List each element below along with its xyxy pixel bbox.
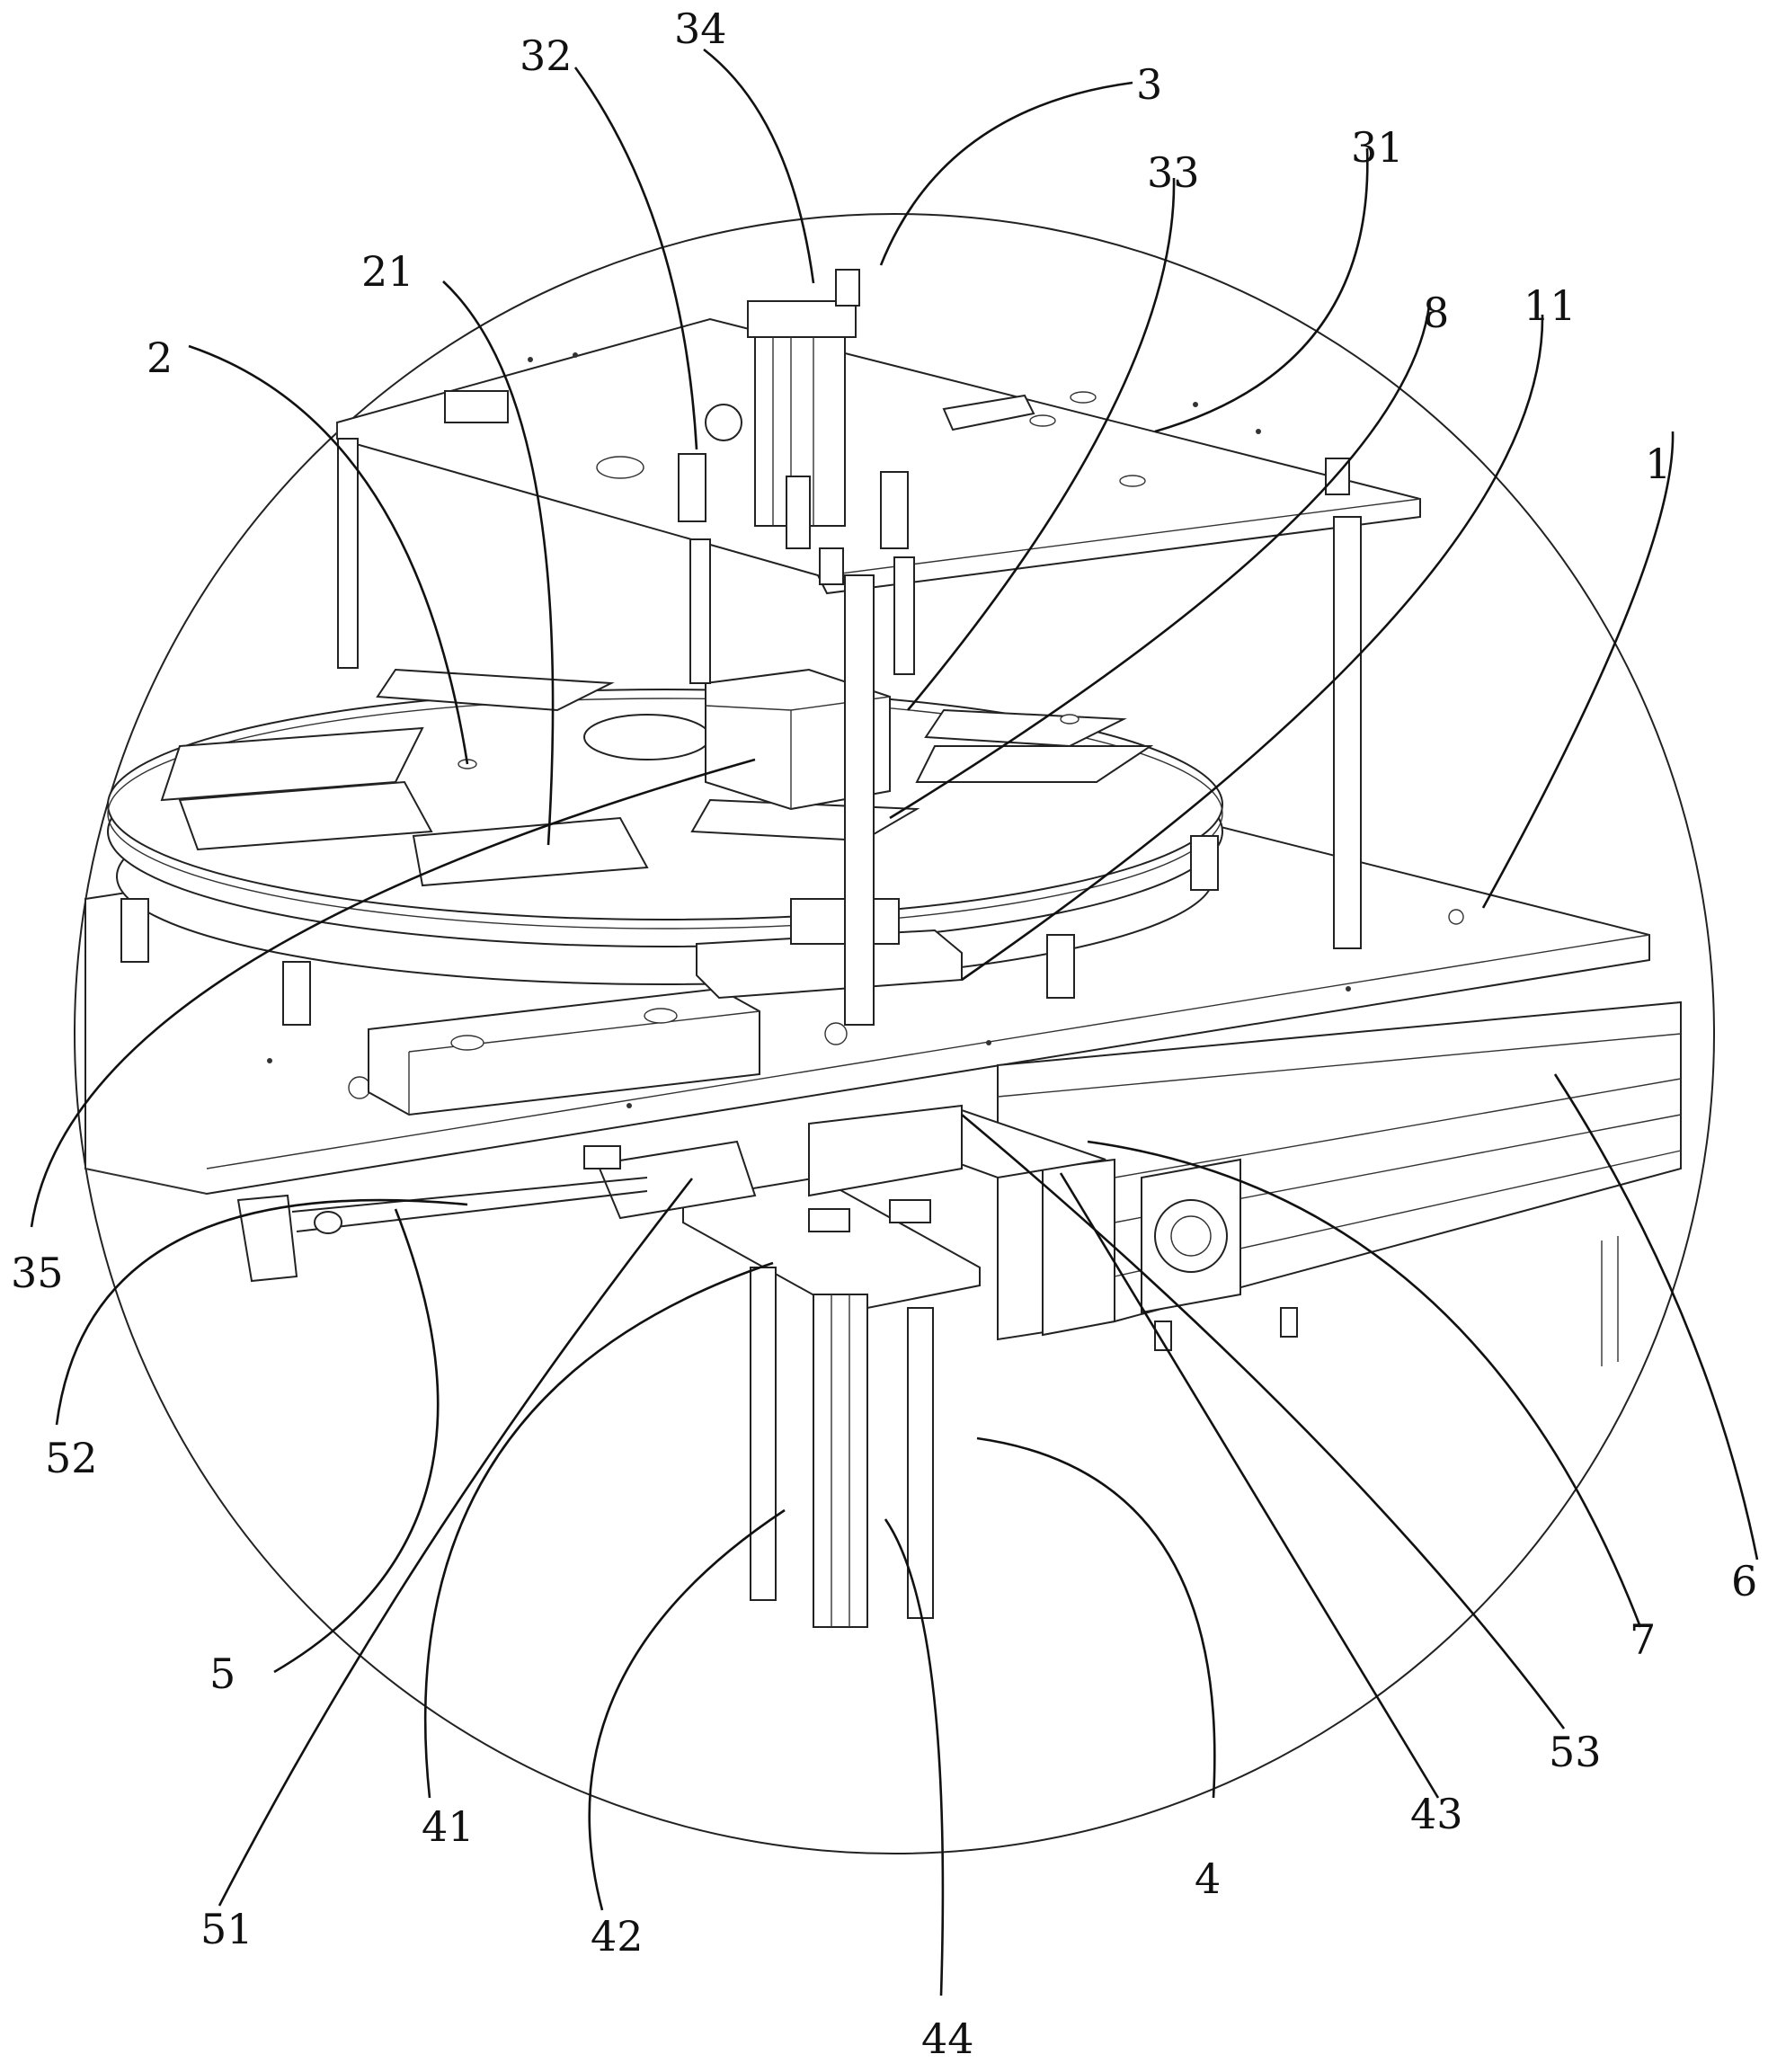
label-31: 31 bbox=[1351, 123, 1404, 172]
label-43: 43 bbox=[1410, 1790, 1463, 1838]
leader-35 bbox=[30, 758, 756, 1228]
leader-7 bbox=[1087, 1140, 1642, 1628]
leader-21 bbox=[442, 280, 555, 846]
label-21: 21 bbox=[361, 247, 414, 296]
label-53: 53 bbox=[1549, 1728, 1602, 1776]
label-51: 51 bbox=[200, 1905, 253, 1953]
central-drive-35 bbox=[696, 668, 963, 1000]
leader-34 bbox=[703, 48, 815, 284]
upper-plate-31 bbox=[336, 317, 1421, 595]
label-6: 6 bbox=[1731, 1557, 1757, 1605]
leader-1 bbox=[1481, 431, 1675, 909]
detail-circle bbox=[74, 213, 1715, 1854]
label-3: 3 bbox=[1136, 60, 1162, 109]
label-5: 5 bbox=[209, 1650, 235, 1698]
label-7: 7 bbox=[1630, 1615, 1656, 1664]
leader-6 bbox=[1553, 1073, 1759, 1561]
label-42: 42 bbox=[591, 1912, 644, 1961]
label-11: 11 bbox=[1524, 281, 1577, 330]
leader-32 bbox=[573, 67, 698, 450]
turntable-2 bbox=[107, 668, 1223, 985]
leader-41 bbox=[423, 1261, 774, 1799]
label-35: 35 bbox=[11, 1249, 64, 1297]
leader-51 bbox=[218, 1178, 694, 1907]
leader-8 bbox=[889, 305, 1431, 820]
leader-42 bbox=[588, 1508, 786, 1911]
label-34: 34 bbox=[674, 4, 727, 53]
leader-11 bbox=[961, 314, 1544, 982]
cylinder-34 bbox=[678, 269, 1350, 585]
lift-mechanism-4 bbox=[682, 1104, 981, 1628]
leader-53 bbox=[961, 1114, 1566, 1730]
label-33: 33 bbox=[1147, 148, 1200, 197]
leader-44 bbox=[884, 1518, 945, 1996]
conveyor-6 bbox=[997, 1000, 1682, 1366]
label-52: 52 bbox=[45, 1434, 98, 1482]
leader-2 bbox=[188, 344, 469, 765]
label-1: 1 bbox=[1645, 440, 1671, 488]
leader-5 bbox=[273, 1208, 440, 1674]
plate-legs bbox=[337, 438, 1362, 1026]
label-2: 2 bbox=[147, 333, 173, 382]
label-41: 41 bbox=[422, 1802, 475, 1851]
leader-33 bbox=[907, 177, 1176, 711]
leader-4 bbox=[976, 1436, 1216, 1799]
leader-3 bbox=[879, 81, 1133, 266]
turntable-legs bbox=[120, 835, 1219, 1026]
label-32: 32 bbox=[520, 31, 573, 80]
label-4: 4 bbox=[1195, 1854, 1221, 1903]
pusher-5 bbox=[236, 1140, 757, 1283]
label-44: 44 bbox=[921, 2014, 974, 2063]
leader-43 bbox=[1059, 1172, 1440, 1799]
leader-lines bbox=[30, 48, 1759, 1996]
leader-31 bbox=[1154, 147, 1369, 433]
label-8: 8 bbox=[1423, 289, 1449, 337]
leader-52 bbox=[55, 1198, 468, 1426]
reference-labels: 34 32 3 33 31 21 8 11 2 1 35 52 5 6 7 53… bbox=[11, 4, 1757, 2063]
